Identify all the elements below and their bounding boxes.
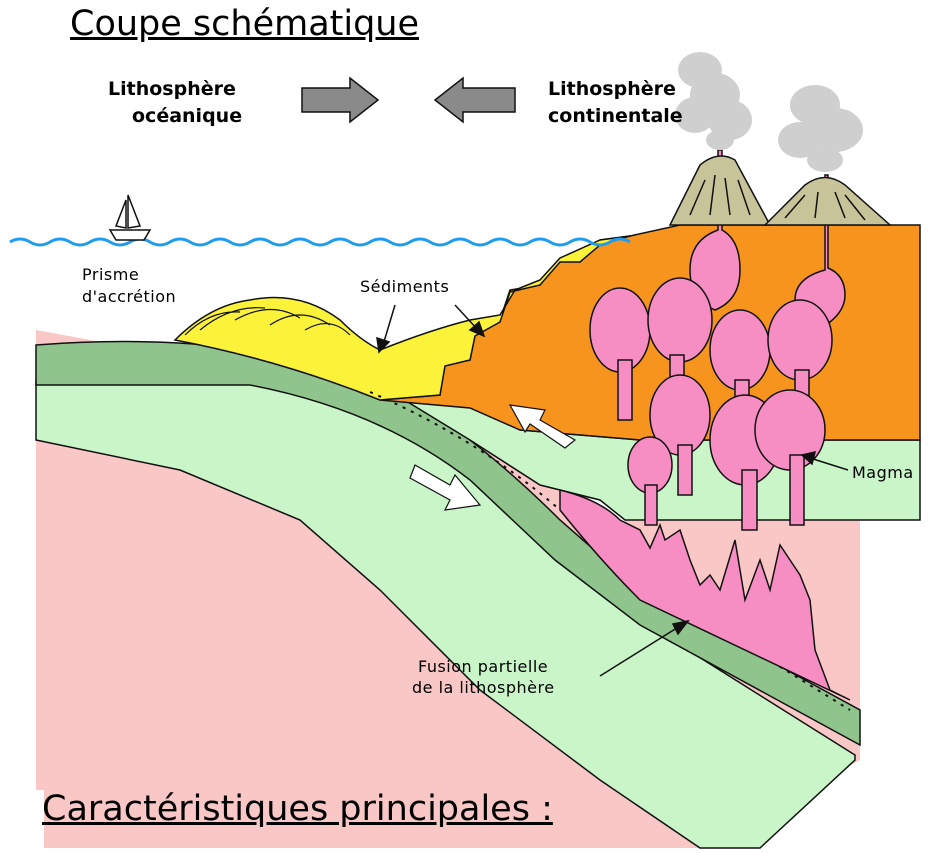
- sailboat: [110, 195, 150, 240]
- volcanoes: [670, 156, 890, 225]
- sea-surface: [10, 239, 630, 245]
- label-prisme-1: Prisme: [82, 265, 139, 284]
- label-magma: Magma: [852, 463, 914, 482]
- volcano-left: [670, 156, 770, 225]
- volcanic-smoke: [675, 52, 863, 172]
- arrow-right-icon: [302, 78, 378, 122]
- label-litho-oceanique-1: Lithosphère: [108, 78, 236, 100]
- label-litho-continentale-1: Lithosphère: [548, 78, 676, 100]
- diagram-body: Lithosphère océanique Lithosphère contin…: [10, 52, 920, 848]
- label-prisme-2: d'accrétion: [82, 287, 176, 306]
- label-sediments: Sédiments: [360, 277, 449, 296]
- label-fusion-2: de la lithosphère: [412, 678, 555, 697]
- label-litho-continentale-2: continentale: [548, 105, 683, 127]
- volcano-right: [765, 178, 890, 226]
- label-litho-oceanique-2: océanique: [132, 105, 242, 127]
- label-fusion-1: Fusion partielle: [418, 657, 548, 676]
- section-heading: Caractéristiques principales :: [42, 789, 553, 829]
- arrow-left-icon: [435, 78, 515, 122]
